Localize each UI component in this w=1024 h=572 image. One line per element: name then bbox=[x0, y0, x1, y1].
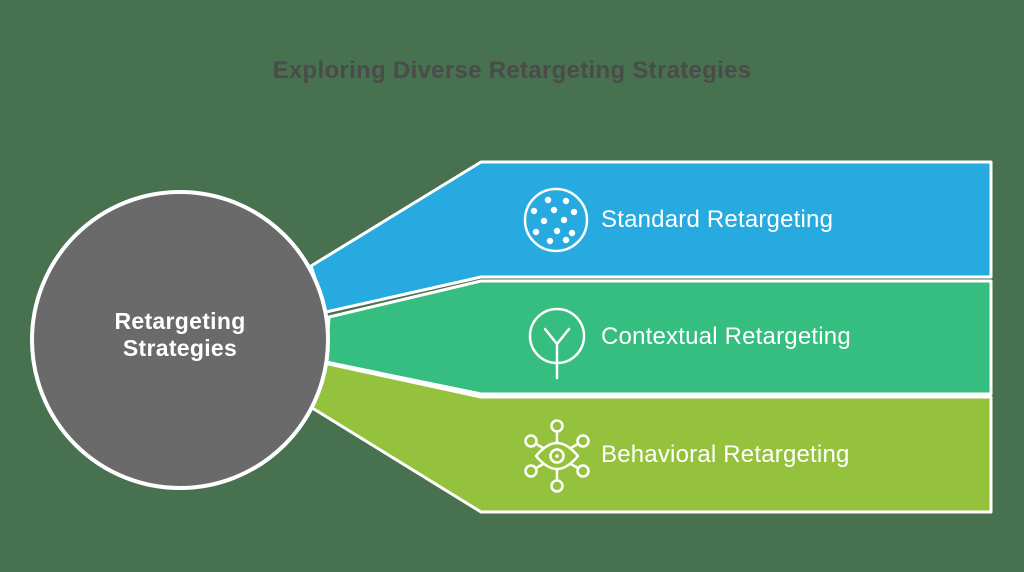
central-circle bbox=[30, 190, 330, 490]
dots-circle-icon bbox=[523, 187, 589, 253]
network-eye-icon bbox=[524, 419, 590, 493]
tree-icon bbox=[528, 307, 586, 380]
band-label-standard: Standard Retargeting bbox=[601, 206, 834, 233]
diagram-title: Exploring Diverse Retargeting Strategies bbox=[272, 57, 752, 84]
band-label-contextual: Contextual Retargeting bbox=[601, 323, 851, 350]
central-circle-label: Retargeting Strategies bbox=[30, 308, 330, 362]
central-circle-label-line2: Strategies bbox=[122, 335, 238, 361]
band-label-behavioral: Behavioral Retargeting bbox=[601, 441, 850, 468]
central-circle-label-line1: Retargeting bbox=[114, 308, 246, 334]
